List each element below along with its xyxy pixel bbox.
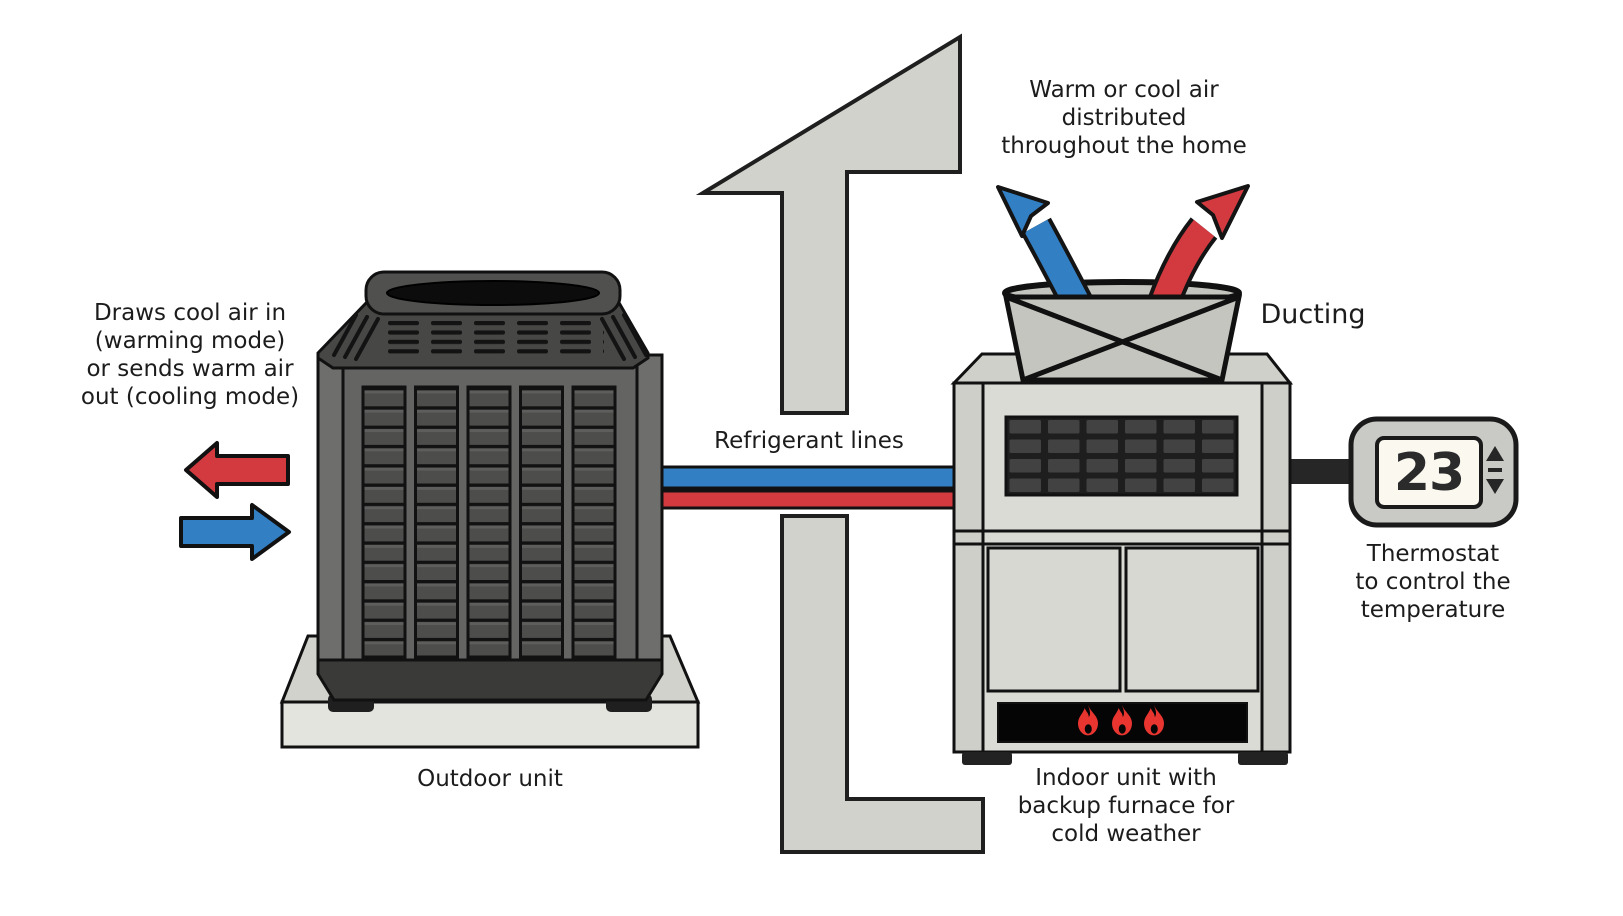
- outdoor-unit: [279, 270, 701, 749]
- thermostat-temperature: 23: [1393, 443, 1465, 503]
- top-vent-slats: [388, 321, 604, 358]
- refrigerant-line-cool: [658, 465, 958, 490]
- thermostat-label: Thermostat to control the temperature: [1355, 541, 1511, 623]
- outdoor-base: [316, 656, 664, 702]
- warm-air-out-arrow: [184, 441, 290, 499]
- refrigerant-line-warm: [658, 489, 958, 510]
- outdoor-side-left: [316, 353, 345, 662]
- indoor-foot-right: [1238, 752, 1288, 765]
- indoor-divider-rail: [954, 529, 1290, 546]
- temp-down-button: [1486, 479, 1504, 494]
- airflow-up-arrow: [695, 33, 962, 415]
- refrigerant-lines-label: Refrigerant lines: [714, 428, 904, 454]
- outdoor-side-right: [635, 353, 664, 662]
- indoor-door-right: [1124, 546, 1260, 693]
- indoor-side-left: [952, 381, 985, 754]
- indoor-side-right: [1260, 381, 1292, 754]
- outdoor-grille: [361, 385, 617, 659]
- indoor-grille: [1004, 415, 1239, 497]
- ducting-label: Ducting: [1260, 299, 1366, 330]
- indoor-door-left: [986, 546, 1122, 693]
- refrigerant-lines: [658, 465, 958, 510]
- temp-up-button: [1486, 446, 1504, 461]
- cool-air-in-arrow: [179, 503, 291, 561]
- indoor-unit-label: Indoor unit with backup furnace for cold…: [1017, 765, 1235, 847]
- distribution-note: Warm or cool air distributed throughout …: [1001, 77, 1247, 159]
- indoor-foot-left: [962, 752, 1012, 765]
- thermostat-display: [1375, 436, 1483, 509]
- indoor-unit: [950, 184, 1354, 765]
- duct-box-cross: [1005, 294, 1240, 383]
- outdoor-note: Draws cool air in (warming mode) or send…: [80, 300, 300, 410]
- top-vent-slats-corners: [332, 313, 648, 361]
- thermostat: [1348, 416, 1519, 528]
- fan-opening: [386, 280, 600, 306]
- return-air-duct: [780, 514, 985, 854]
- thermostat-wire: [1284, 459, 1354, 484]
- outdoor-unit-label: Outdoor unit: [417, 766, 563, 792]
